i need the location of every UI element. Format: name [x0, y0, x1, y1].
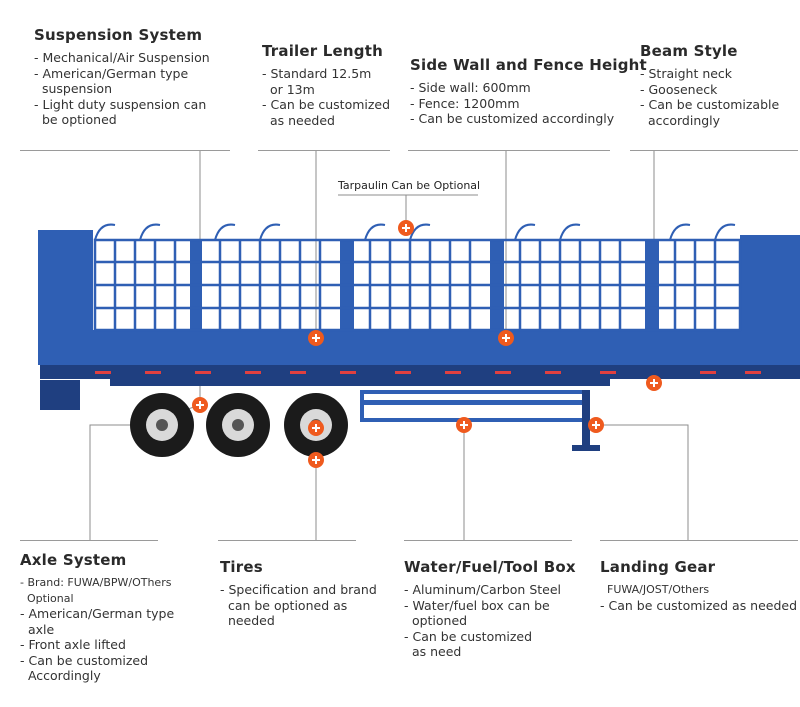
beam-title: Beam Style — [640, 42, 738, 60]
marker-side-wall — [498, 330, 514, 346]
trailer-length-lines: - Standard 12.5m or 13m - Can be customi… — [262, 66, 390, 128]
callout-side-wall: Side Wall and Fence Height - Side wall: … — [410, 56, 647, 127]
callout-trailer-length: Trailer Length - Standard 12.5m or 13m -… — [262, 42, 390, 128]
suspension-line: suspension — [34, 81, 112, 96]
rule-tires — [218, 540, 356, 541]
rule-suspension — [20, 150, 230, 151]
suspension-lines: - Mechanical/Air Suspension - American/G… — [34, 50, 210, 128]
suspension-title: Suspension System — [34, 26, 203, 44]
axle-line: - Front axle lifted — [20, 637, 126, 652]
landing-gear-title: Landing Gear — [600, 558, 716, 576]
rule-trailer-length — [258, 150, 390, 151]
suspension-line: - American/German type — [34, 65, 189, 81]
marker-axle — [308, 420, 324, 436]
axle-title: Axle System — [20, 551, 127, 569]
landing-gear-line: - Can be customized as needed — [600, 597, 798, 613]
side-wall-lines: - Side wall: 600mm - Fence: 1200mm - Can… — [410, 80, 647, 127]
axle-line: axle — [20, 621, 55, 637]
tires-lines: - Specification and brand can be optione… — [220, 582, 377, 629]
suspension-line: - Light duty suspension can — [34, 96, 207, 112]
tires-title: Tires — [220, 558, 263, 576]
callout-tires: Tires - Specification and brand can be o… — [220, 558, 377, 629]
axle-lines: - Brand: FUWA/BPW/OThers Optional - Amer… — [20, 575, 174, 684]
suspension-line: be optioned — [34, 112, 117, 127]
landing-gear-lines: FUWA/JOST/Others - Can be customized as … — [600, 582, 797, 613]
beam-line: - Straight neck — [640, 66, 733, 81]
tires-line: can be optioned as — [220, 597, 348, 613]
callout-beam: Beam Style - Straight neck - Gooseneck -… — [640, 42, 779, 128]
suspension-line: - Mechanical/Air Suspension — [34, 50, 210, 65]
toolbox-line: - Water/fuel box can be — [404, 597, 550, 613]
callout-axle: Axle System - Brand: FUWA/BPW/OThers Opt… — [20, 551, 174, 684]
side-wall-title: Side Wall and Fence Height — [410, 56, 647, 74]
toolbox-line: as need — [404, 644, 462, 659]
axle-line: Optional — [20, 591, 74, 605]
landing-gear-line: FUWA/JOST/Others — [600, 583, 710, 596]
tarpaulin-label: Tarpaulin Can be Optional — [338, 179, 481, 192]
marker-tarpaulin — [398, 220, 414, 236]
marker-suspension — [192, 397, 208, 413]
callout-landing-gear: Landing Gear FUWA/JOST/Others - Can be c… — [600, 558, 797, 613]
axle-line: - Brand: FUWA/BPW/OThers — [20, 576, 172, 589]
axle-line: - American/German type — [20, 606, 175, 621]
toolbox-line: optioned — [404, 613, 468, 628]
rule-landing-gear — [600, 540, 798, 541]
toolbox-title: Water/Fuel/Tool Box — [404, 558, 576, 576]
callout-markers — [192, 220, 662, 468]
axle-line: Accordingly — [20, 668, 101, 683]
toolbox-lines: - Aluminum/Carbon Steel - Water/fuel box… — [404, 582, 576, 660]
trailer-length-line: or 13m — [262, 81, 315, 97]
axle-line: - Can be customized — [20, 652, 149, 668]
toolbox-line: - Can be customized — [404, 628, 533, 644]
side-wall-line: - Can be customized accordingly — [410, 111, 615, 126]
trailer-length-line: - Can be customized — [262, 97, 391, 112]
trailer-length-title: Trailer Length — [262, 42, 383, 60]
marker-beam — [646, 375, 662, 391]
rule-axle — [20, 540, 158, 541]
rule-toolbox — [404, 540, 572, 541]
tires-line: - Specification and brand — [220, 582, 377, 597]
callout-suspension: Suspension System - Mechanical/Air Suspe… — [34, 26, 210, 128]
marker-landing-gear — [588, 417, 604, 433]
tires-line: needed — [220, 613, 275, 628]
trailer-body — [38, 223, 800, 457]
side-wall-line: - Side wall: 600mm — [410, 80, 531, 95]
trailer-length-line: as needed — [262, 112, 335, 128]
marker-tires — [308, 452, 324, 468]
trailer-length-line: - Standard 12.5m — [262, 66, 372, 81]
side-wall-line: - Fence: 1200mm — [410, 95, 520, 111]
callout-toolbox: Water/Fuel/Tool Box - Aluminum/Carbon St… — [404, 558, 576, 660]
beam-line: - Can be customizable — [640, 97, 780, 112]
beam-lines: - Straight neck - Gooseneck - Can be cus… — [640, 66, 779, 128]
beam-line: - Gooseneck — [640, 81, 718, 97]
rule-beam — [630, 150, 798, 151]
marker-toolbox — [456, 417, 472, 433]
rule-side-wall — [408, 150, 610, 151]
toolbox-line: - Aluminum/Carbon Steel — [404, 582, 562, 597]
marker-trailer-length — [308, 330, 324, 346]
beam-line: accordingly — [640, 112, 721, 128]
